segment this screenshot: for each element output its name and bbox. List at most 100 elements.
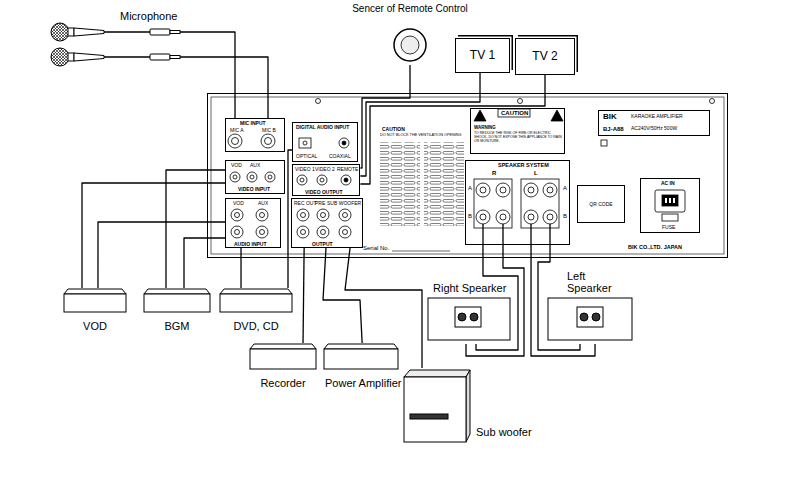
power-socket <box>662 214 678 221</box>
jack-symbols <box>261 134 275 148</box>
source-device: VOD <box>62 288 128 334</box>
cable <box>184 238 225 288</box>
microphone-drawing <box>68 28 74 36</box>
node-label: Serial No. <box>363 245 389 252</box>
jack-symbols <box>260 213 265 218</box>
source-device: BGM <box>142 288 212 334</box>
remote-sensor-drawing <box>401 36 419 54</box>
source-device: DVD, CD <box>218 288 294 334</box>
jack-symbols <box>299 138 311 148</box>
jack-symbols <box>230 172 240 182</box>
subwoofer-drawing <box>404 370 470 442</box>
speaker-terminal <box>474 179 559 245</box>
node-label: VIDEO INPUT <box>238 186 270 192</box>
node-label: A <box>468 185 472 192</box>
jack-symbols <box>297 175 307 185</box>
node-label: Right Spearker <box>433 282 506 295</box>
speaker-drawing <box>470 313 478 321</box>
panel-detail <box>518 99 523 104</box>
jack-symbols <box>235 230 240 235</box>
cable <box>166 170 225 288</box>
jack-symbols <box>228 134 242 148</box>
speaker-terminal <box>500 187 506 193</box>
jack-symbols <box>321 230 326 235</box>
cable <box>360 73 480 176</box>
jack-symbols <box>344 178 348 182</box>
node-label: BGM <box>164 320 189 333</box>
device-drawing <box>144 294 210 312</box>
speaker-drawing <box>455 307 481 327</box>
node-label: OUTPUT <box>312 241 333 247</box>
node-label: DVD, CD <box>233 320 278 333</box>
device-drawing <box>250 344 316 349</box>
warning-label-detail <box>601 140 607 146</box>
node-label: BIK <box>603 112 617 122</box>
node-label: KARAOKE AMPLIFIER <box>631 113 683 119</box>
power-socket <box>673 198 675 203</box>
speaker-terminal <box>524 183 538 197</box>
warning-label-detail <box>474 110 486 121</box>
node-label: MIC A <box>230 127 244 133</box>
jack-symbols <box>339 209 351 221</box>
microphone-drawing <box>51 23 180 66</box>
mic-input: MIC INPUTMIC AMIC B <box>225 118 285 152</box>
speaker-terminal <box>521 179 559 228</box>
jack-symbols <box>301 230 306 235</box>
maker-name: BIK CO.,LTD. JAPAN <box>628 244 682 251</box>
microphone: Microphone <box>50 10 180 72</box>
cable <box>82 183 225 288</box>
cable <box>345 248 422 368</box>
microphone-drawing <box>51 48 69 66</box>
cable <box>303 248 304 343</box>
node-label: AUX <box>258 200 268 206</box>
jack-symbols <box>339 138 349 148</box>
node-label: Sub woofer <box>476 426 532 439</box>
node-label: VOD <box>231 162 242 168</box>
jack-symbols <box>260 230 265 235</box>
speaker-drawing <box>577 307 603 327</box>
cable <box>180 57 268 118</box>
jack-symbols <box>341 175 351 185</box>
panel-detail <box>710 99 715 104</box>
device-drawing <box>220 289 292 294</box>
speaker-terminal <box>476 183 490 197</box>
jack-symbols <box>317 209 329 221</box>
ac-inlet: AC INFUSE <box>640 178 700 233</box>
speaker-terminal <box>530 224 531 245</box>
node-label: TO REDUCE THE RISK OF FIRE OR ELECTRIC S… <box>474 131 562 144</box>
speaker-terminal <box>528 214 534 220</box>
node-label: REC OUT <box>294 200 317 206</box>
power-socket <box>662 195 678 206</box>
warning-label-detail <box>551 110 563 121</box>
jack-symbols <box>232 138 239 145</box>
cable <box>531 245 595 356</box>
speaker-terminal <box>474 179 512 228</box>
speaker-drawing <box>428 298 510 340</box>
model-label: BIKKARAOKE AMPLIFIERBJ-A88AC240V/50Hz 50… <box>598 110 710 136</box>
caution-heading: CAUTION <box>382 126 405 132</box>
cable <box>476 245 518 350</box>
speaker-drawing <box>548 298 632 340</box>
speaker: Right Spearker <box>425 282 513 344</box>
jack-symbols <box>256 226 268 238</box>
power-amplifier: Power Amplifier <box>322 343 404 391</box>
microphone-drawing <box>150 29 170 35</box>
device-drawing <box>324 344 398 349</box>
power-socket <box>655 190 685 221</box>
node-label: VIDEO 1 <box>295 166 315 172</box>
speaker: Left Spearker <box>545 270 635 344</box>
power-socket <box>655 190 685 212</box>
microphone-drawing <box>104 56 150 58</box>
node-label: AC IN <box>661 180 675 186</box>
node-label: OPTICAL <box>296 153 317 159</box>
panel-detail <box>380 142 420 226</box>
speaker-system: SPEAKER SYSTEMRLABAB <box>465 160 570 245</box>
node-label: DIGITAL AUDIO INPUT <box>296 124 349 130</box>
microphone-drawing <box>104 31 150 33</box>
device-drawing <box>324 349 398 369</box>
speaker-terminal <box>549 224 550 245</box>
cable <box>466 245 524 356</box>
